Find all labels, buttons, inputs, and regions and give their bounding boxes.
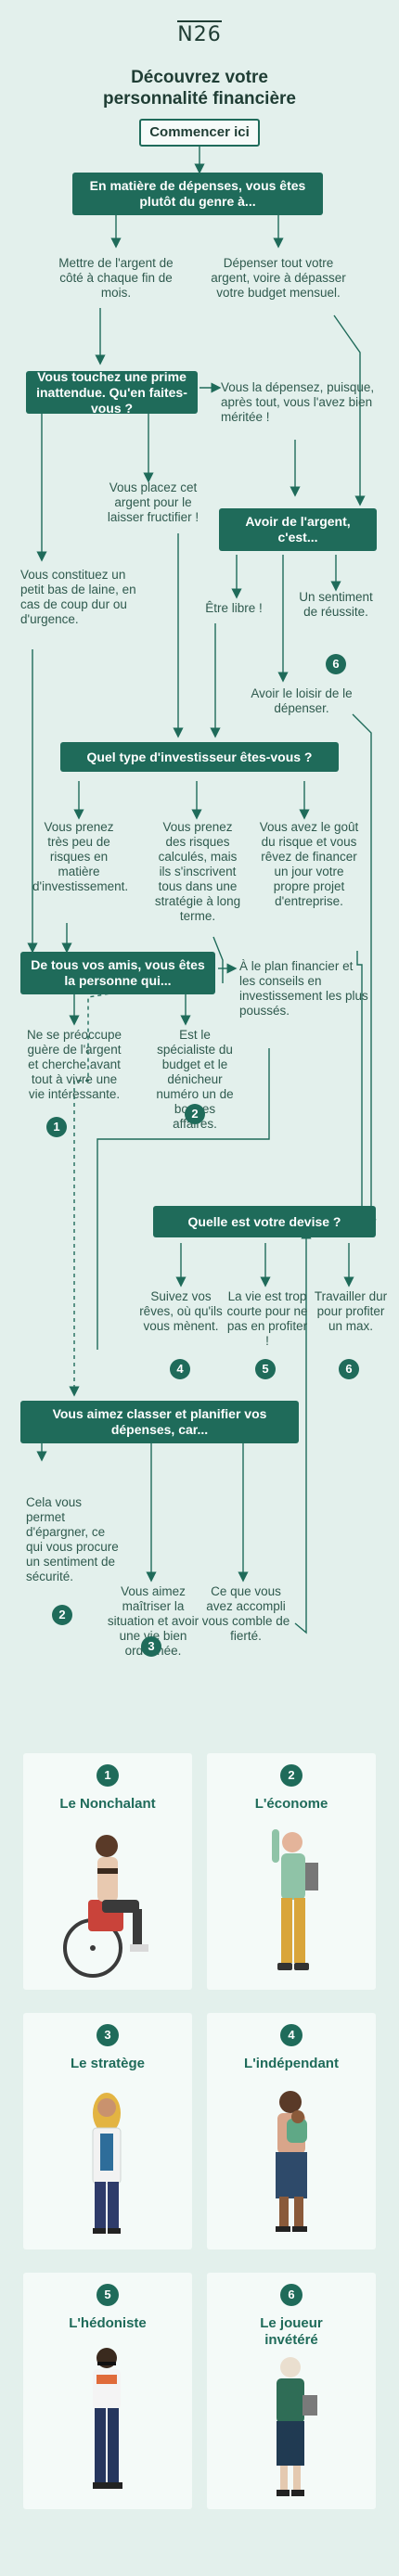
answer-spend-bonus[interactable]: Vous la dépensez, puisque, après tout, v… bbox=[221, 380, 375, 424]
question-motto[interactable]: Quelle est votre devise ? bbox=[153, 1206, 376, 1237]
strategist-person-illustration bbox=[92, 2093, 122, 2234]
profile-number: 1 bbox=[97, 1764, 119, 1787]
flowchart-connectors bbox=[27, 147, 377, 1634]
hedonist-person-illustration bbox=[93, 2348, 122, 2489]
n26-logo: N26 bbox=[0, 20, 399, 46]
profile-number-badge: 1 bbox=[46, 1117, 67, 1137]
independent-person-illustration bbox=[276, 2091, 307, 2232]
profile-number-badge: 5 bbox=[255, 1359, 276, 1379]
question-spending[interactable]: En matière de dépenses, vous êtes plutôt… bbox=[72, 173, 323, 215]
answer-follow-dreams[interactable]: Suivez vos rêves, où qu'ils vous mènent. bbox=[139, 1289, 223, 1333]
profile-card-6[interactable]: 6 Le joueur invétéré bbox=[207, 2273, 376, 2509]
answer-calculated-risk[interactable]: Vous prenez des risques calculés, mais i… bbox=[154, 820, 241, 923]
answer-control[interactable]: Vous aimez maîtriser la situation et avo… bbox=[107, 1584, 200, 1658]
answer-spend-all[interactable]: Dépenser tout votre argent, voire à dépa… bbox=[211, 256, 346, 300]
answer-low-risk[interactable]: Vous prenez très peu de risques en matiè… bbox=[32, 820, 129, 893]
profile-name: Le Nonchalant bbox=[59, 1796, 156, 1812]
profile-name: Le stratège bbox=[70, 2056, 146, 2071]
answer-spend-leisure[interactable]: Avoir le loisir de le dépenser. bbox=[251, 686, 353, 715]
answer-save-money[interactable]: Mettre de l'argent de côté à chaque fin … bbox=[58, 256, 174, 300]
question-plan-expenses[interactable]: Vous aimez classer et planifier vos dépe… bbox=[20, 1401, 299, 1443]
answer-invest-bonus[interactable]: Vous placez cet argent pour le laisser f… bbox=[107, 481, 200, 524]
wheelchair-person-illustration bbox=[63, 1835, 148, 1978]
profile-number-badge: 2 bbox=[52, 1605, 72, 1625]
answer-carefree[interactable]: Ne se préoccupe guère de l'argent et che… bbox=[26, 1028, 122, 1101]
profile-number: 6 bbox=[280, 2284, 302, 2306]
profile-number: 4 bbox=[280, 2024, 302, 2046]
profile-name: L'économe bbox=[254, 1796, 328, 1812]
answer-work-hard[interactable]: Travailler dur pour profiter un max. bbox=[314, 1289, 388, 1333]
profile-name: Le joueur invétéré bbox=[260, 2315, 323, 2348]
profile-number: 5 bbox=[97, 2284, 119, 2306]
start-here-button[interactable]: Commencer ici bbox=[139, 119, 260, 147]
gambler-person-illustration bbox=[277, 2357, 317, 2496]
question-investor-type[interactable]: Quel type d'investisseur êtes-vous ? bbox=[60, 742, 339, 772]
profile-card-2[interactable]: 2 L'économe bbox=[207, 1753, 376, 1990]
profile-number-badge: 6 bbox=[339, 1359, 359, 1379]
profile-name: L'indépendant bbox=[244, 2056, 339, 2071]
answer-enjoy-life[interactable]: La vie est trop courte pour ne pas en pr… bbox=[226, 1289, 308, 1348]
question-money-means[interactable]: Avoir de l'argent, c'est... bbox=[219, 508, 377, 551]
profile-card-5[interactable]: 5 L'hédoniste bbox=[23, 2273, 192, 2509]
profile-number-badge: 6 bbox=[326, 654, 346, 674]
question-among-friends[interactable]: De tous vos amis, vous êtes la personne … bbox=[20, 952, 215, 994]
answer-budget-expert[interactable]: Est le spécialiste du budget et le dénic… bbox=[156, 1028, 234, 1131]
profile-number-badge: 2 bbox=[185, 1104, 205, 1124]
profile-number-badge: 4 bbox=[170, 1359, 190, 1379]
answer-success[interactable]: Un sentiment de réussite. bbox=[299, 590, 373, 619]
answer-high-risk[interactable]: Vous avez le goût du risque et vous rêve… bbox=[259, 820, 359, 908]
profile-number: 3 bbox=[97, 2024, 119, 2046]
profile-number-badge: 3 bbox=[141, 1636, 161, 1657]
profile-number: 2 bbox=[280, 1764, 302, 1787]
page-title: Découvrez votre personnalité financière bbox=[102, 68, 296, 109]
profile-card-1[interactable]: 1 Le Nonchalant bbox=[23, 1753, 192, 1990]
profile-card-3[interactable]: 3 Le stratège bbox=[23, 2013, 192, 2249]
answer-emergency-fund[interactable]: Vous constituez un petit bas de laine, e… bbox=[20, 568, 136, 626]
answer-pride[interactable]: Ce que vous avez accompli vous comble de… bbox=[201, 1584, 290, 1643]
answer-security[interactable]: Cela vous permet d'épargner, ce qui vous… bbox=[26, 1495, 119, 1583]
profile-card-4[interactable]: 4 L'indépendant bbox=[207, 2013, 376, 2249]
saver-person-illustration bbox=[272, 1829, 318, 1970]
answer-financial-plan[interactable]: À le plan financier et les conseils en i… bbox=[239, 959, 368, 1018]
question-bonus[interactable]: Vous touchez une prime inattendue. Qu'en… bbox=[26, 369, 198, 416]
answer-freedom[interactable]: Être libre ! bbox=[205, 601, 263, 615]
profile-name: L'hédoniste bbox=[69, 2315, 147, 2331]
